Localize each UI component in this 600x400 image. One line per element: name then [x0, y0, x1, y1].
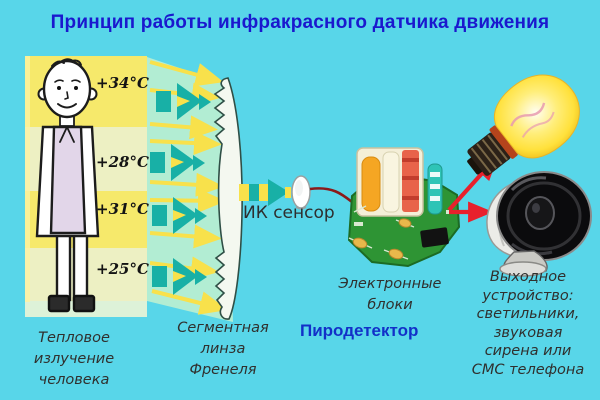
person-figure	[35, 58, 100, 313]
ir-ray-arrow	[151, 289, 228, 315]
temp-label-legs: +25°C	[96, 260, 149, 278]
circuit-board	[347, 147, 461, 268]
fresnel-lens-label: Сегментная линза Френеля	[177, 320, 269, 379]
electronic-blocks-label: Электронные блоки	[338, 276, 442, 314]
sensor-wire	[309, 187, 353, 204]
ir-ray-arrow	[149, 172, 224, 197]
ir-ray-arrow	[149, 60, 224, 87]
ir-ray-arrow	[149, 131, 222, 156]
light-bulb-icon	[467, 74, 580, 176]
output-device-label: Выходное устройство: светильники, звуков…	[471, 269, 585, 378]
page-title: Принцип работы инфракрасного датчика дви…	[50, 12, 550, 33]
ir-ray-arrow	[149, 115, 218, 140]
thermal-radiation-label: Тепловое излучение человека	[33, 330, 115, 389]
focused-beam	[239, 179, 291, 206]
temp-label-hips: +31°C	[96, 200, 149, 218]
ir-ray-arrow	[149, 224, 222, 249]
pyrodetector-label: Пиродетектор	[300, 321, 419, 340]
temp-label-chest: +28°C	[96, 153, 149, 171]
ir-sensor-label: ИК сенсор	[243, 203, 335, 223]
ir-beams-region	[147, 57, 233, 322]
ir-ray-arrow	[149, 188, 226, 213]
fresnel-lens-shape	[213, 77, 243, 320]
speaker-icon	[486, 171, 592, 277]
temp-label-head: +34°C	[96, 74, 149, 92]
ir-sensor-icon	[291, 175, 311, 210]
